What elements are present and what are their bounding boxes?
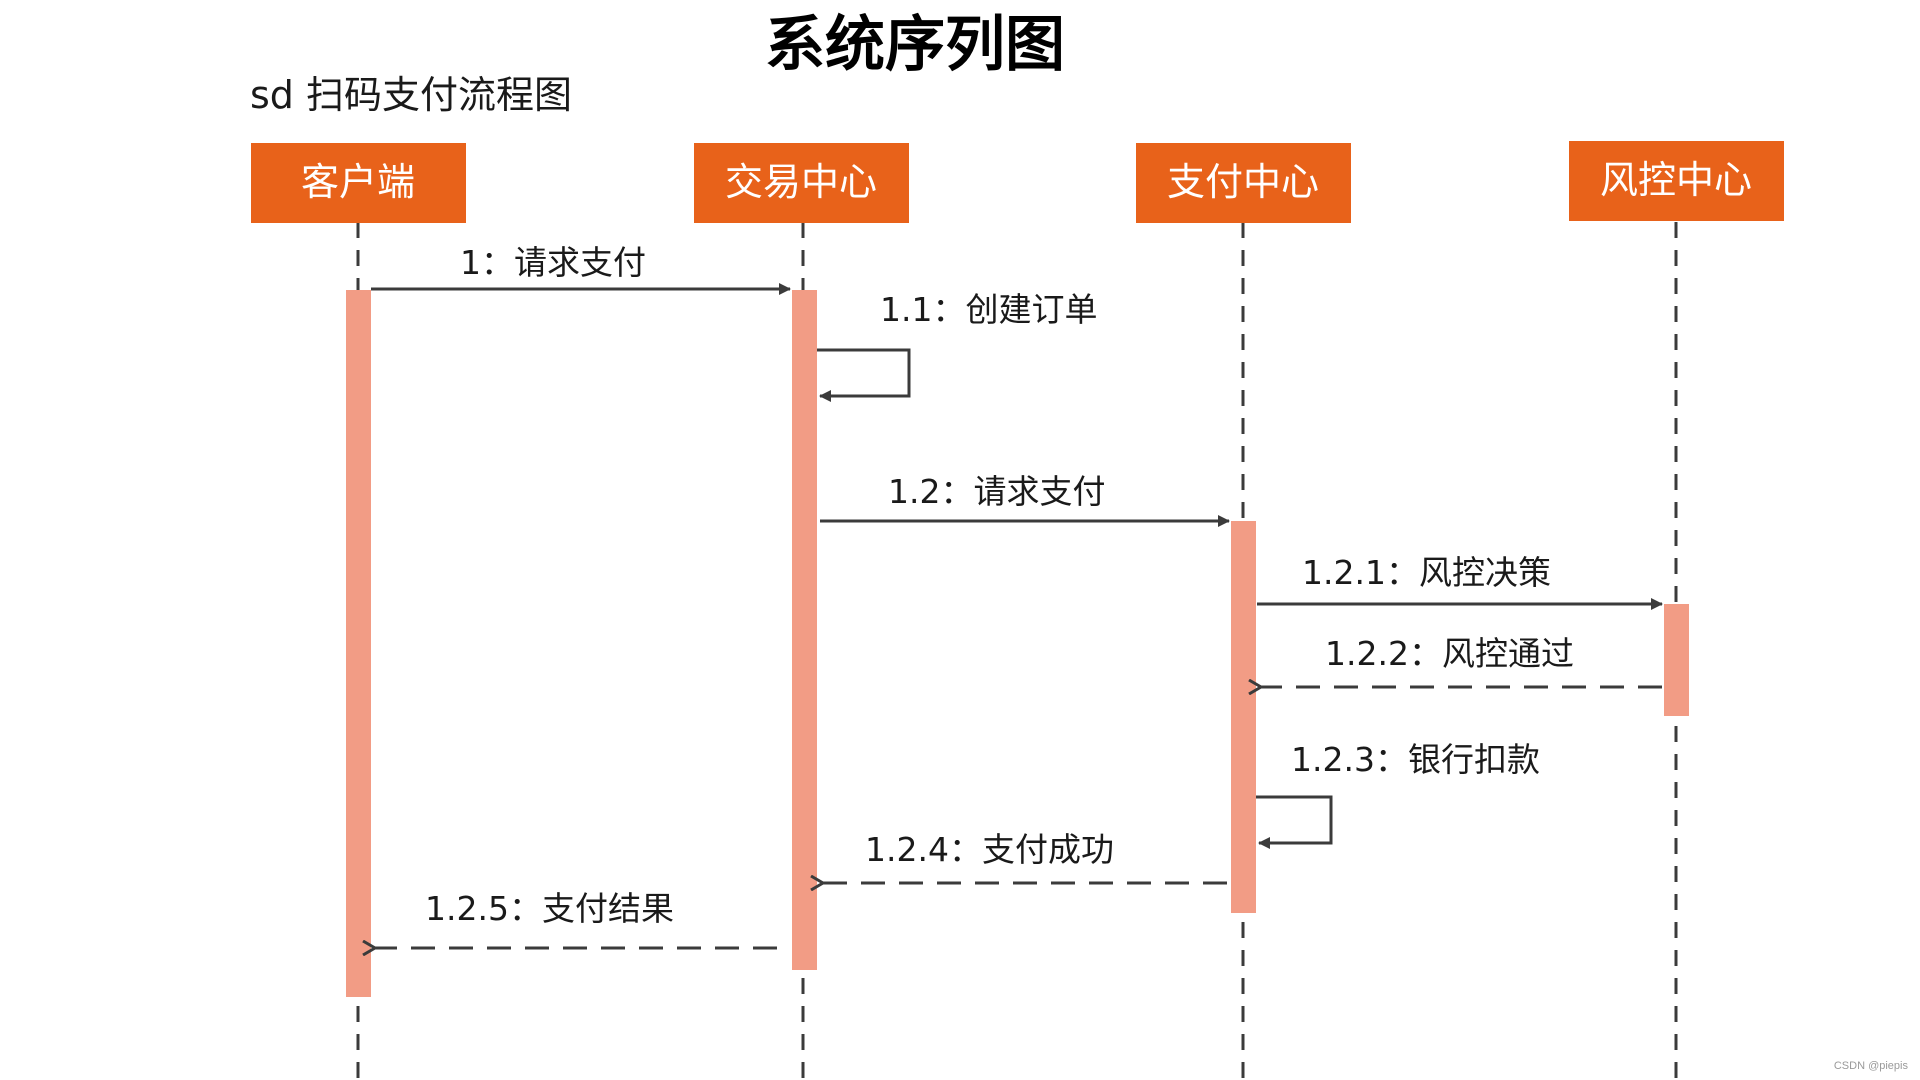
message-label: 1.2.2：风控通过: [1325, 634, 1574, 673]
participant-box: [251, 143, 466, 223]
message-label: 1.2：请求支付: [888, 472, 1105, 511]
participant-risk[interactable]: 风控中心: [1569, 141, 1784, 221]
participant-label: 客户端: [301, 160, 415, 204]
message-label: 1.2.4：支付成功: [865, 830, 1114, 869]
diagram-subtitle: sd 扫码支付流程图: [250, 73, 572, 117]
message-1-2-1: 1.2.1：风控决策: [1257, 553, 1663, 610]
participant-pay[interactable]: 支付中心: [1136, 143, 1351, 223]
message-1-2-3: 1.2.3：银行扣款: [1256, 740, 1540, 849]
message-1-1: 1.1：创建订单: [817, 290, 1097, 402]
message-arrow: [817, 348, 911, 402]
activation-trade: [792, 290, 817, 970]
message-1-2-2: 1.2.2：风控通过: [1261, 634, 1662, 687]
participant-trade[interactable]: 交易中心: [694, 143, 909, 223]
message-arrow: [1256, 795, 1333, 849]
message-1-2: 1.2：请求支付: [820, 472, 1230, 527]
participant-label: 交易中心: [725, 160, 877, 204]
activation-risk: [1664, 604, 1689, 716]
message-label: 1：请求支付: [460, 243, 646, 282]
participant-label: 风控中心: [1600, 158, 1752, 202]
participant-client[interactable]: 客户端: [251, 143, 466, 223]
participant-box: [1136, 143, 1351, 223]
activation-bars: [346, 290, 1689, 997]
message-1: 1：请求支付: [371, 243, 791, 295]
message-label: 1.2.3：银行扣款: [1291, 740, 1540, 779]
diagram-title: 系统序列图: [765, 10, 1065, 80]
watermark: CSDN @piepis: [1833, 1060, 1908, 1072]
activation-pay: [1231, 521, 1256, 913]
participant-box: [694, 143, 909, 223]
participant-label: 支付中心: [1167, 160, 1319, 204]
participant-box: [1569, 141, 1784, 221]
activation-client: [346, 290, 371, 997]
message-1-2-4: 1.2.4：支付成功: [823, 830, 1227, 883]
message-label: 1.2.5：支付结果: [425, 889, 674, 928]
message-label: 1.2.1：风控决策: [1302, 553, 1551, 592]
message-1-2-5: 1.2.5：支付结果: [375, 889, 777, 948]
message-label: 1.1：创建订单: [880, 290, 1097, 329]
